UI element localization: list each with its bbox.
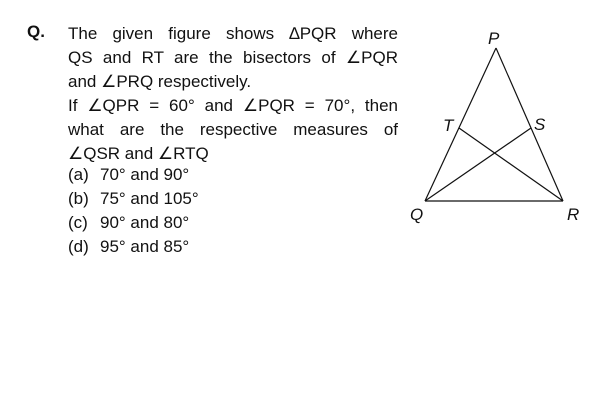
point-label-t: T [443,116,455,135]
options-list: (a) 70° and 90° (b) 75° and 105° (c) 90° an… [68,163,199,259]
side-pq [424,47,497,202]
triangle-figure: P Q R S T [410,29,579,224]
option-key: (d) [68,237,89,256]
option-key: (b) [68,189,89,208]
option-key: (c) [68,213,88,232]
question-line: ∠QSR and ∠RTQ [68,144,209,163]
option-text: 95° and 85° [100,237,190,256]
option-d[interactable]: (d) 95° and 85° [68,235,199,259]
option-a[interactable]: (a) 70° and 90° [68,163,199,187]
vertex-label-q: Q [410,205,423,224]
question-text: The given figure shows ∆PQR where QS and… [68,22,398,166]
option-c[interactable]: (c) 90° and 80° [68,211,199,235]
question-line: QS and RT are the bisectors of ∠PQR [68,48,398,67]
question-line: The given figure shows ∆PQR where [68,24,398,43]
option-text: 75° and 105° [100,189,199,208]
vertex-label-r: R [567,205,579,224]
option-text: 90° and 80° [100,213,190,232]
vertex-label-p: P [488,29,500,48]
question-line: what are the respective measures of [68,120,398,139]
option-b[interactable]: (b) 75° and 105° [68,187,199,211]
option-text: 70° and 90° [100,165,190,184]
question-line: and ∠PRQ respectively. [68,72,252,91]
question-line: If ∠QPR = 60° and ∠PQR = 70°, then [68,96,398,115]
bisector-rt [458,127,564,202]
question-label: Q. [27,22,45,41]
point-label-s: S [534,115,546,134]
side-pr [495,47,564,202]
bisector-qs [424,127,532,202]
option-key: (a) [68,165,89,184]
